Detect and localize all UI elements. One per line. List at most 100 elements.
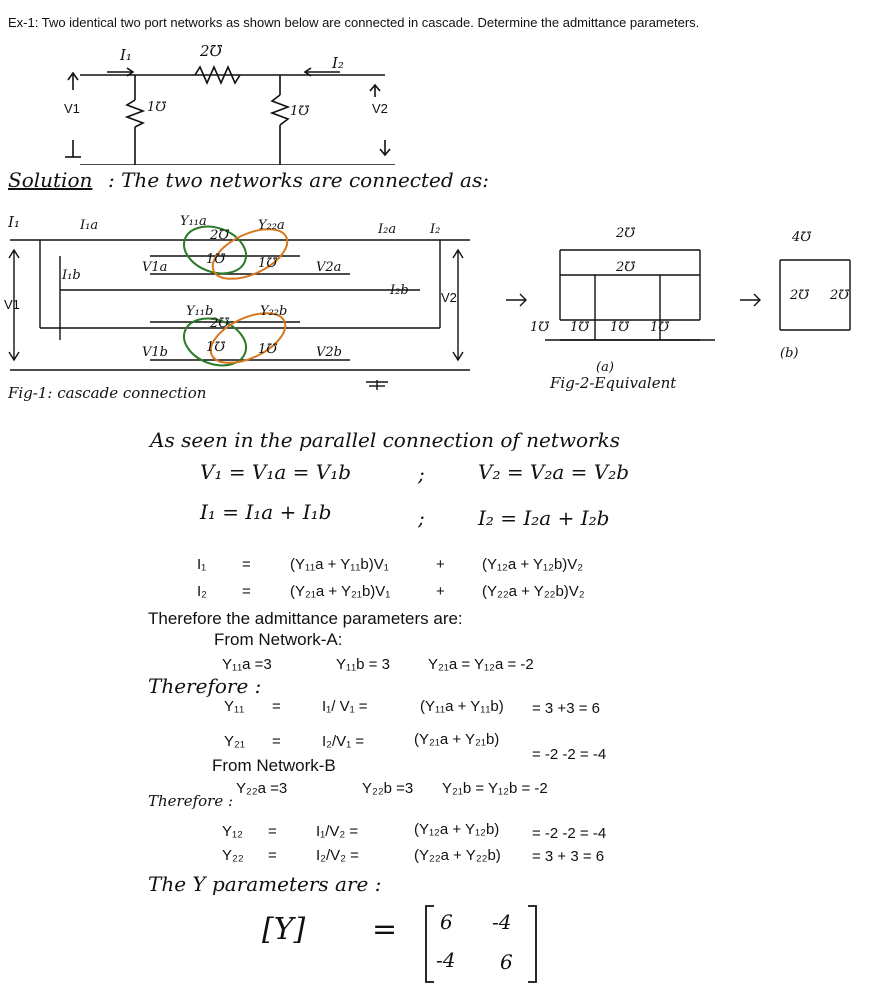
eq-i2-plus: + bbox=[436, 583, 445, 600]
fig1-circuit-diagram bbox=[8, 225, 470, 390]
matrix-brackets bbox=[425, 905, 537, 983]
fig2-a1-label: 1℧ bbox=[530, 320, 550, 335]
fig1-i1b-label: I₁b bbox=[62, 268, 81, 283]
fig1-y22b-label: Y₂₂b bbox=[260, 304, 288, 319]
y21-equals: = bbox=[272, 733, 281, 750]
y22-equals: = bbox=[268, 847, 277, 864]
matrix-equals: = bbox=[372, 912, 398, 947]
matrix-lhs: [Y] bbox=[262, 912, 306, 947]
y22b-value: Y₂₂b =3 bbox=[362, 780, 414, 797]
y22-mid: I₂/V₂ = bbox=[316, 847, 359, 864]
fig1-caption: Fig-1: cascade connection bbox=[8, 384, 207, 402]
therefore-params-text: Therefore the admittance parameters are: bbox=[148, 609, 463, 628]
y22a-value: Y₂₂a =3 bbox=[236, 780, 288, 797]
eq-i1-term1: (Y₁₁a + Y₁₁b)V₁ bbox=[290, 556, 389, 573]
from-network-a: From Network-A: bbox=[214, 630, 343, 649]
y22-sum: (Y₂₂a + Y₂₂b) bbox=[414, 847, 501, 864]
top-v1-label: V1 bbox=[64, 101, 80, 116]
y11a-value: Y₁₁a =3 bbox=[222, 656, 272, 673]
fig2-a3-label: 1℧ bbox=[610, 320, 630, 335]
fig2-b-top-label: 4℧ bbox=[792, 230, 812, 245]
fig2-a4-label: 1℧ bbox=[650, 320, 670, 335]
fig1-v2b-label: V2b bbox=[316, 345, 342, 360]
fig2-a2-label: 1℧ bbox=[570, 320, 590, 335]
eq-i2-term2: (Y₂₂a + Y₂₂b)V₂ bbox=[482, 583, 585, 600]
y21b-value: Y₂₁b = Y₁₂b = -2 bbox=[442, 780, 548, 797]
voltage-equation-sep: ; bbox=[418, 462, 425, 486]
voltage-equation-right: V₂ = V₂a = V₂b bbox=[478, 460, 630, 484]
y21-sum: (Y₂₁a + Y₂₁b) bbox=[414, 731, 500, 748]
y12-result: = -2 -2 = -4 bbox=[532, 825, 607, 842]
fig2-b-label: (b) bbox=[780, 346, 799, 361]
voltage-equation-left: V₁ = V₁a = V₁b bbox=[200, 460, 352, 484]
y12-sum: (Y₁₂a + Y₁₂b) bbox=[414, 821, 500, 838]
top-right-g-label: 1℧ bbox=[290, 104, 310, 119]
y21-mid: I₂/V₁ = bbox=[322, 733, 365, 750]
therefore-label-1: Therefore : bbox=[148, 674, 262, 698]
top-i2-label: I₂ bbox=[332, 54, 344, 72]
top-series-g-label: 2℧ bbox=[200, 42, 222, 60]
fig2-top-g-label: 2℧ bbox=[616, 226, 636, 241]
fig1-v2-label: V2 bbox=[441, 290, 457, 305]
fig1-v1a-label: V1a bbox=[142, 260, 168, 275]
y22-lhs: Y₂₂ bbox=[222, 847, 244, 864]
y11-mid: I₁/ V₁ = bbox=[322, 698, 368, 715]
fig2-a-label: (a) bbox=[596, 360, 614, 375]
fig2-b2-label: 2℧ bbox=[830, 288, 850, 303]
y12-mid: I₁/V₂ = bbox=[316, 823, 359, 840]
top-left-g-label: 1℧ bbox=[147, 100, 167, 115]
fig1-i1a-label: I₁a bbox=[80, 218, 99, 233]
problem-title: Ex-1: Two identical two port networks as… bbox=[8, 15, 700, 30]
eq-i2-equals: = bbox=[242, 583, 251, 600]
fig1-g1b-label: 1℧ bbox=[206, 340, 226, 355]
fig1-v1b-label: V1b bbox=[142, 345, 168, 360]
current-equation-right: I₂ = I₂a + I₂b bbox=[478, 506, 610, 530]
fig2-caption: Fig-2-Equivalent bbox=[550, 374, 677, 392]
current-equation-sep: ; bbox=[418, 506, 425, 530]
current-equation-left: I₁ = I₁a + I₁b bbox=[200, 500, 332, 524]
matrix-a12: -4 bbox=[492, 910, 512, 934]
y22-result: = 3 + 3 = 6 bbox=[532, 848, 605, 865]
matrix-a11: 6 bbox=[440, 910, 453, 934]
fig2-circuit-diagram bbox=[506, 249, 851, 341]
matrix-a22: 6 bbox=[500, 950, 513, 974]
y-parameters-line: The Y parameters are : bbox=[148, 872, 382, 896]
fig1-g1a-label: 1℧ bbox=[206, 252, 226, 267]
fig2-b1-label: 2℧ bbox=[790, 288, 810, 303]
eq-i1-plus: + bbox=[436, 556, 445, 573]
from-network-b: From Network-B bbox=[212, 756, 336, 775]
fig1-i2-label: I₂ bbox=[430, 222, 441, 237]
eq-i1-equals: = bbox=[242, 556, 251, 573]
matrix-a21: -4 bbox=[436, 948, 456, 972]
y11-equals: = bbox=[272, 698, 281, 715]
fig1-i2a-label: I₂a bbox=[378, 222, 397, 237]
y21-lhs: Y₂₁ bbox=[224, 733, 245, 750]
fig1-v1-label: V1 bbox=[4, 297, 20, 312]
y12-lhs: Y₁₂ bbox=[222, 823, 243, 840]
fig1-i2b-label: I₂b bbox=[390, 283, 409, 298]
fig1-y11a-label: Y₁₁a bbox=[180, 214, 207, 229]
therefore-label-2: Therefore : bbox=[148, 792, 234, 810]
top-v2-label: V2 bbox=[372, 101, 388, 116]
fig1-y11b-label: Y₁₁b bbox=[186, 304, 214, 319]
fig2-mid-g-label: 2℧ bbox=[616, 260, 636, 275]
y12-equals: = bbox=[268, 823, 277, 840]
eq-i1-lhs: I₁ bbox=[197, 556, 207, 573]
fig1-g1b2-label: 1℧ bbox=[258, 342, 278, 357]
fig1-v2a-label: V2a bbox=[316, 260, 342, 275]
y21-result: = -2 -2 = -4 bbox=[532, 746, 607, 763]
top-i1-label: I₁ bbox=[120, 46, 132, 64]
y11-result: = 3 +3 = 6 bbox=[532, 700, 600, 717]
y11-sum: (Y₁₁a + Y₁₁b) bbox=[420, 698, 504, 715]
fig1-i1-label: I₁ bbox=[8, 213, 20, 231]
top-circuit-diagram bbox=[65, 65, 395, 165]
fig1-g2a-label: 2℧ bbox=[210, 228, 230, 243]
parallel-statement: As seen in the parallel connection of ne… bbox=[150, 428, 620, 452]
fig1-y22a-label: Y₂₂a bbox=[258, 218, 285, 233]
fig1-g1a2-label: 1℧ bbox=[258, 256, 278, 271]
eq-i2-term1: (Y₂₁a + Y₂₁b)V₁ bbox=[290, 583, 391, 600]
fig1-g2b-label: 2℧ bbox=[210, 316, 230, 331]
y-matrix: 6 -4 -4 6 bbox=[422, 902, 540, 986]
y11-lhs: Y₁₁ bbox=[224, 698, 245, 715]
eq-i2-lhs: I₂ bbox=[197, 583, 207, 600]
